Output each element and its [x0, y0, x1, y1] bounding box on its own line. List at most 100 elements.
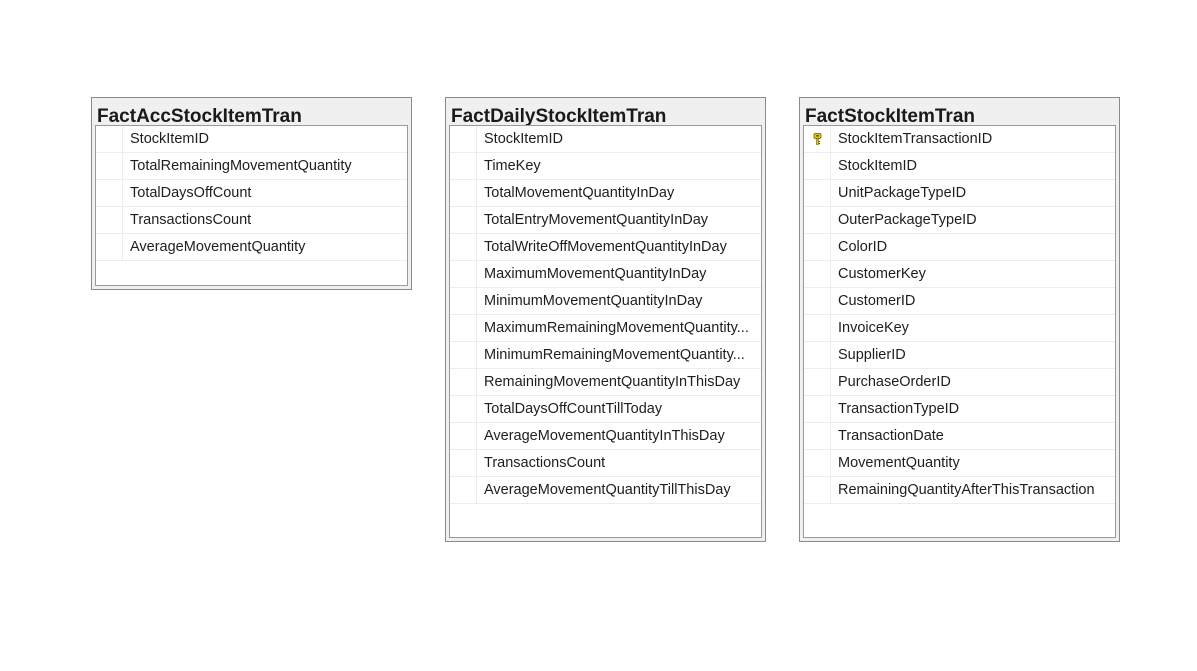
- column-row[interactable]: OuterPackageTypeID: [804, 207, 1115, 234]
- column-selector-cell[interactable]: [96, 153, 123, 179]
- table-columns-list: StockItemTransactionID StockItemID UnitPac…: [803, 125, 1116, 538]
- column-row[interactable]: TotalEntryMovementQuantityInDay: [450, 207, 761, 234]
- column-row[interactable]: TransactionsCount: [96, 207, 407, 234]
- column-row[interactable]: TotalDaysOffCount: [96, 180, 407, 207]
- column-selector-cell[interactable]: [450, 396, 477, 422]
- column-row[interactable]: CustomerID: [804, 288, 1115, 315]
- column-selector-cell[interactable]: [450, 126, 477, 152]
- column-row[interactable]: StockItemID: [804, 153, 1115, 180]
- column-name: TransactionsCount: [484, 455, 606, 471]
- column-row[interactable]: TransactionsCount: [450, 450, 761, 477]
- column-selector-cell[interactable]: [804, 369, 831, 395]
- column-row[interactable]: CustomerKey: [804, 261, 1115, 288]
- column-row[interactable]: AverageMovementQuantity: [96, 234, 407, 261]
- column-row[interactable]: AverageMovementQuantityTillThisDay: [450, 477, 761, 504]
- column-selector-cell[interactable]: [96, 126, 123, 152]
- column-name: MaximumRemainingMovementQuantity...: [484, 320, 749, 336]
- column-selector-cell[interactable]: [804, 234, 831, 260]
- column-name: SupplierID: [838, 347, 906, 363]
- column-selector-cell[interactable]: [804, 207, 831, 233]
- column-selector-cell[interactable]: [450, 207, 477, 233]
- column-name: CustomerID: [838, 293, 916, 309]
- primary-key-icon: [813, 133, 821, 145]
- table-title[interactable]: FactStockItemTran: [805, 106, 975, 125]
- column-name: AverageMovementQuantity: [130, 239, 306, 255]
- column-name: InvoiceKey: [838, 320, 909, 336]
- column-selector-cell[interactable]: [450, 288, 477, 314]
- table-columns-list: StockItemID TotalRemainingMovementQuantit…: [95, 125, 408, 286]
- column-selector-cell[interactable]: [450, 234, 477, 260]
- column-name: PurchaseOrderID: [838, 374, 951, 390]
- column-selector-cell[interactable]: [804, 396, 831, 422]
- column-row[interactable]: UnitPackageTypeID: [804, 180, 1115, 207]
- column-name: StockItemTransactionID: [838, 131, 993, 147]
- table-factdailystockitemtran[interactable]: FactDailyStockItemTran StockItemID TimeKe…: [445, 97, 766, 542]
- column-name: TotalEntryMovementQuantityInDay: [484, 212, 709, 228]
- column-selector-cell[interactable]: [450, 423, 477, 449]
- column-name: UnitPackageTypeID: [838, 185, 967, 201]
- column-name: CustomerKey: [838, 266, 926, 282]
- column-selector-cell[interactable]: [450, 450, 477, 476]
- table-factstockitemtran[interactable]: FactStockItemTran StockItemTransactionID…: [799, 97, 1120, 542]
- column-name: MovementQuantity: [838, 455, 960, 471]
- column-name: TotalMovementQuantityInDay: [484, 185, 675, 201]
- table-title[interactable]: FactAccStockItemTran: [97, 106, 302, 125]
- column-row[interactable]: MaximumMovementQuantityInDay: [450, 261, 761, 288]
- column-name: TotalWriteOffMovementQuantityInDay: [484, 239, 727, 255]
- column-row[interactable]: RemainingMovementQuantityInThisDay: [450, 369, 761, 396]
- column-row[interactable]: StockItemID: [96, 126, 407, 153]
- column-row[interactable]: TotalMovementQuantityInDay: [450, 180, 761, 207]
- column-name: TimeKey: [484, 158, 541, 174]
- column-selector-cell[interactable]: [804, 153, 831, 179]
- column-row[interactable]: MinimumMovementQuantityInDay: [450, 288, 761, 315]
- column-selector-cell[interactable]: [804, 450, 831, 476]
- column-selector-cell[interactable]: [450, 180, 477, 206]
- column-name: TotalDaysOffCount: [130, 185, 252, 201]
- column-selector-cell[interactable]: [804, 423, 831, 449]
- column-row[interactable]: StockItemTransactionID: [804, 126, 1115, 153]
- column-selector-cell[interactable]: [804, 180, 831, 206]
- column-row[interactable]: MinimumRemainingMovementQuantity...: [450, 342, 761, 369]
- table-factaccstockitemtran[interactable]: FactAccStockItemTran StockItemID TotalRem…: [91, 97, 412, 290]
- column-selector-cell[interactable]: [96, 180, 123, 206]
- column-row[interactable]: StockItemID: [450, 126, 761, 153]
- column-selector-cell[interactable]: [804, 261, 831, 287]
- column-row[interactable]: RemainingQuantityAfterThisTransaction: [804, 477, 1115, 504]
- column-row[interactable]: MaximumRemainingMovementQuantity...: [450, 315, 761, 342]
- column-selector-cell[interactable]: [96, 234, 123, 260]
- column-row[interactable]: PurchaseOrderID: [804, 369, 1115, 396]
- column-selector-cell[interactable]: [450, 261, 477, 287]
- column-row[interactable]: TotalWriteOffMovementQuantityInDay: [450, 234, 761, 261]
- column-selector-cell[interactable]: [450, 153, 477, 179]
- column-row[interactable]: TransactionDate: [804, 423, 1115, 450]
- column-name: MinimumMovementQuantityInDay: [484, 293, 703, 309]
- column-row[interactable]: SupplierID: [804, 342, 1115, 369]
- column-name: StockItemID: [130, 131, 209, 147]
- column-selector-cell[interactable]: [450, 342, 477, 368]
- column-row[interactable]: TimeKey: [450, 153, 761, 180]
- column-row[interactable]: TransactionTypeID: [804, 396, 1115, 423]
- column-selector-cell[interactable]: [450, 369, 477, 395]
- column-row[interactable]: MovementQuantity: [804, 450, 1115, 477]
- column-name: StockItemID: [484, 131, 563, 147]
- table-title[interactable]: FactDailyStockItemTran: [451, 106, 667, 125]
- column-row[interactable]: AverageMovementQuantityInThisDay: [450, 423, 761, 450]
- column-row[interactable]: TotalDaysOffCountTillToday: [450, 396, 761, 423]
- column-name: AverageMovementQuantityTillThisDay: [484, 482, 731, 498]
- column-name: StockItemID: [838, 158, 917, 174]
- column-selector-cell[interactable]: [804, 126, 831, 152]
- column-name: MaximumMovementQuantityInDay: [484, 266, 707, 282]
- column-name: AverageMovementQuantityInThisDay: [484, 428, 725, 444]
- column-selector-cell[interactable]: [96, 207, 123, 233]
- column-selector-cell[interactable]: [450, 315, 477, 341]
- column-row[interactable]: InvoiceKey: [804, 315, 1115, 342]
- column-selector-cell[interactable]: [450, 477, 477, 503]
- column-row[interactable]: ColorID: [804, 234, 1115, 261]
- column-selector-cell[interactable]: [804, 288, 831, 314]
- column-name: ColorID: [838, 239, 888, 255]
- column-selector-cell[interactable]: [804, 477, 831, 503]
- column-selector-cell[interactable]: [804, 342, 831, 368]
- column-row[interactable]: TotalRemainingMovementQuantity: [96, 153, 407, 180]
- column-selector-cell[interactable]: [804, 315, 831, 341]
